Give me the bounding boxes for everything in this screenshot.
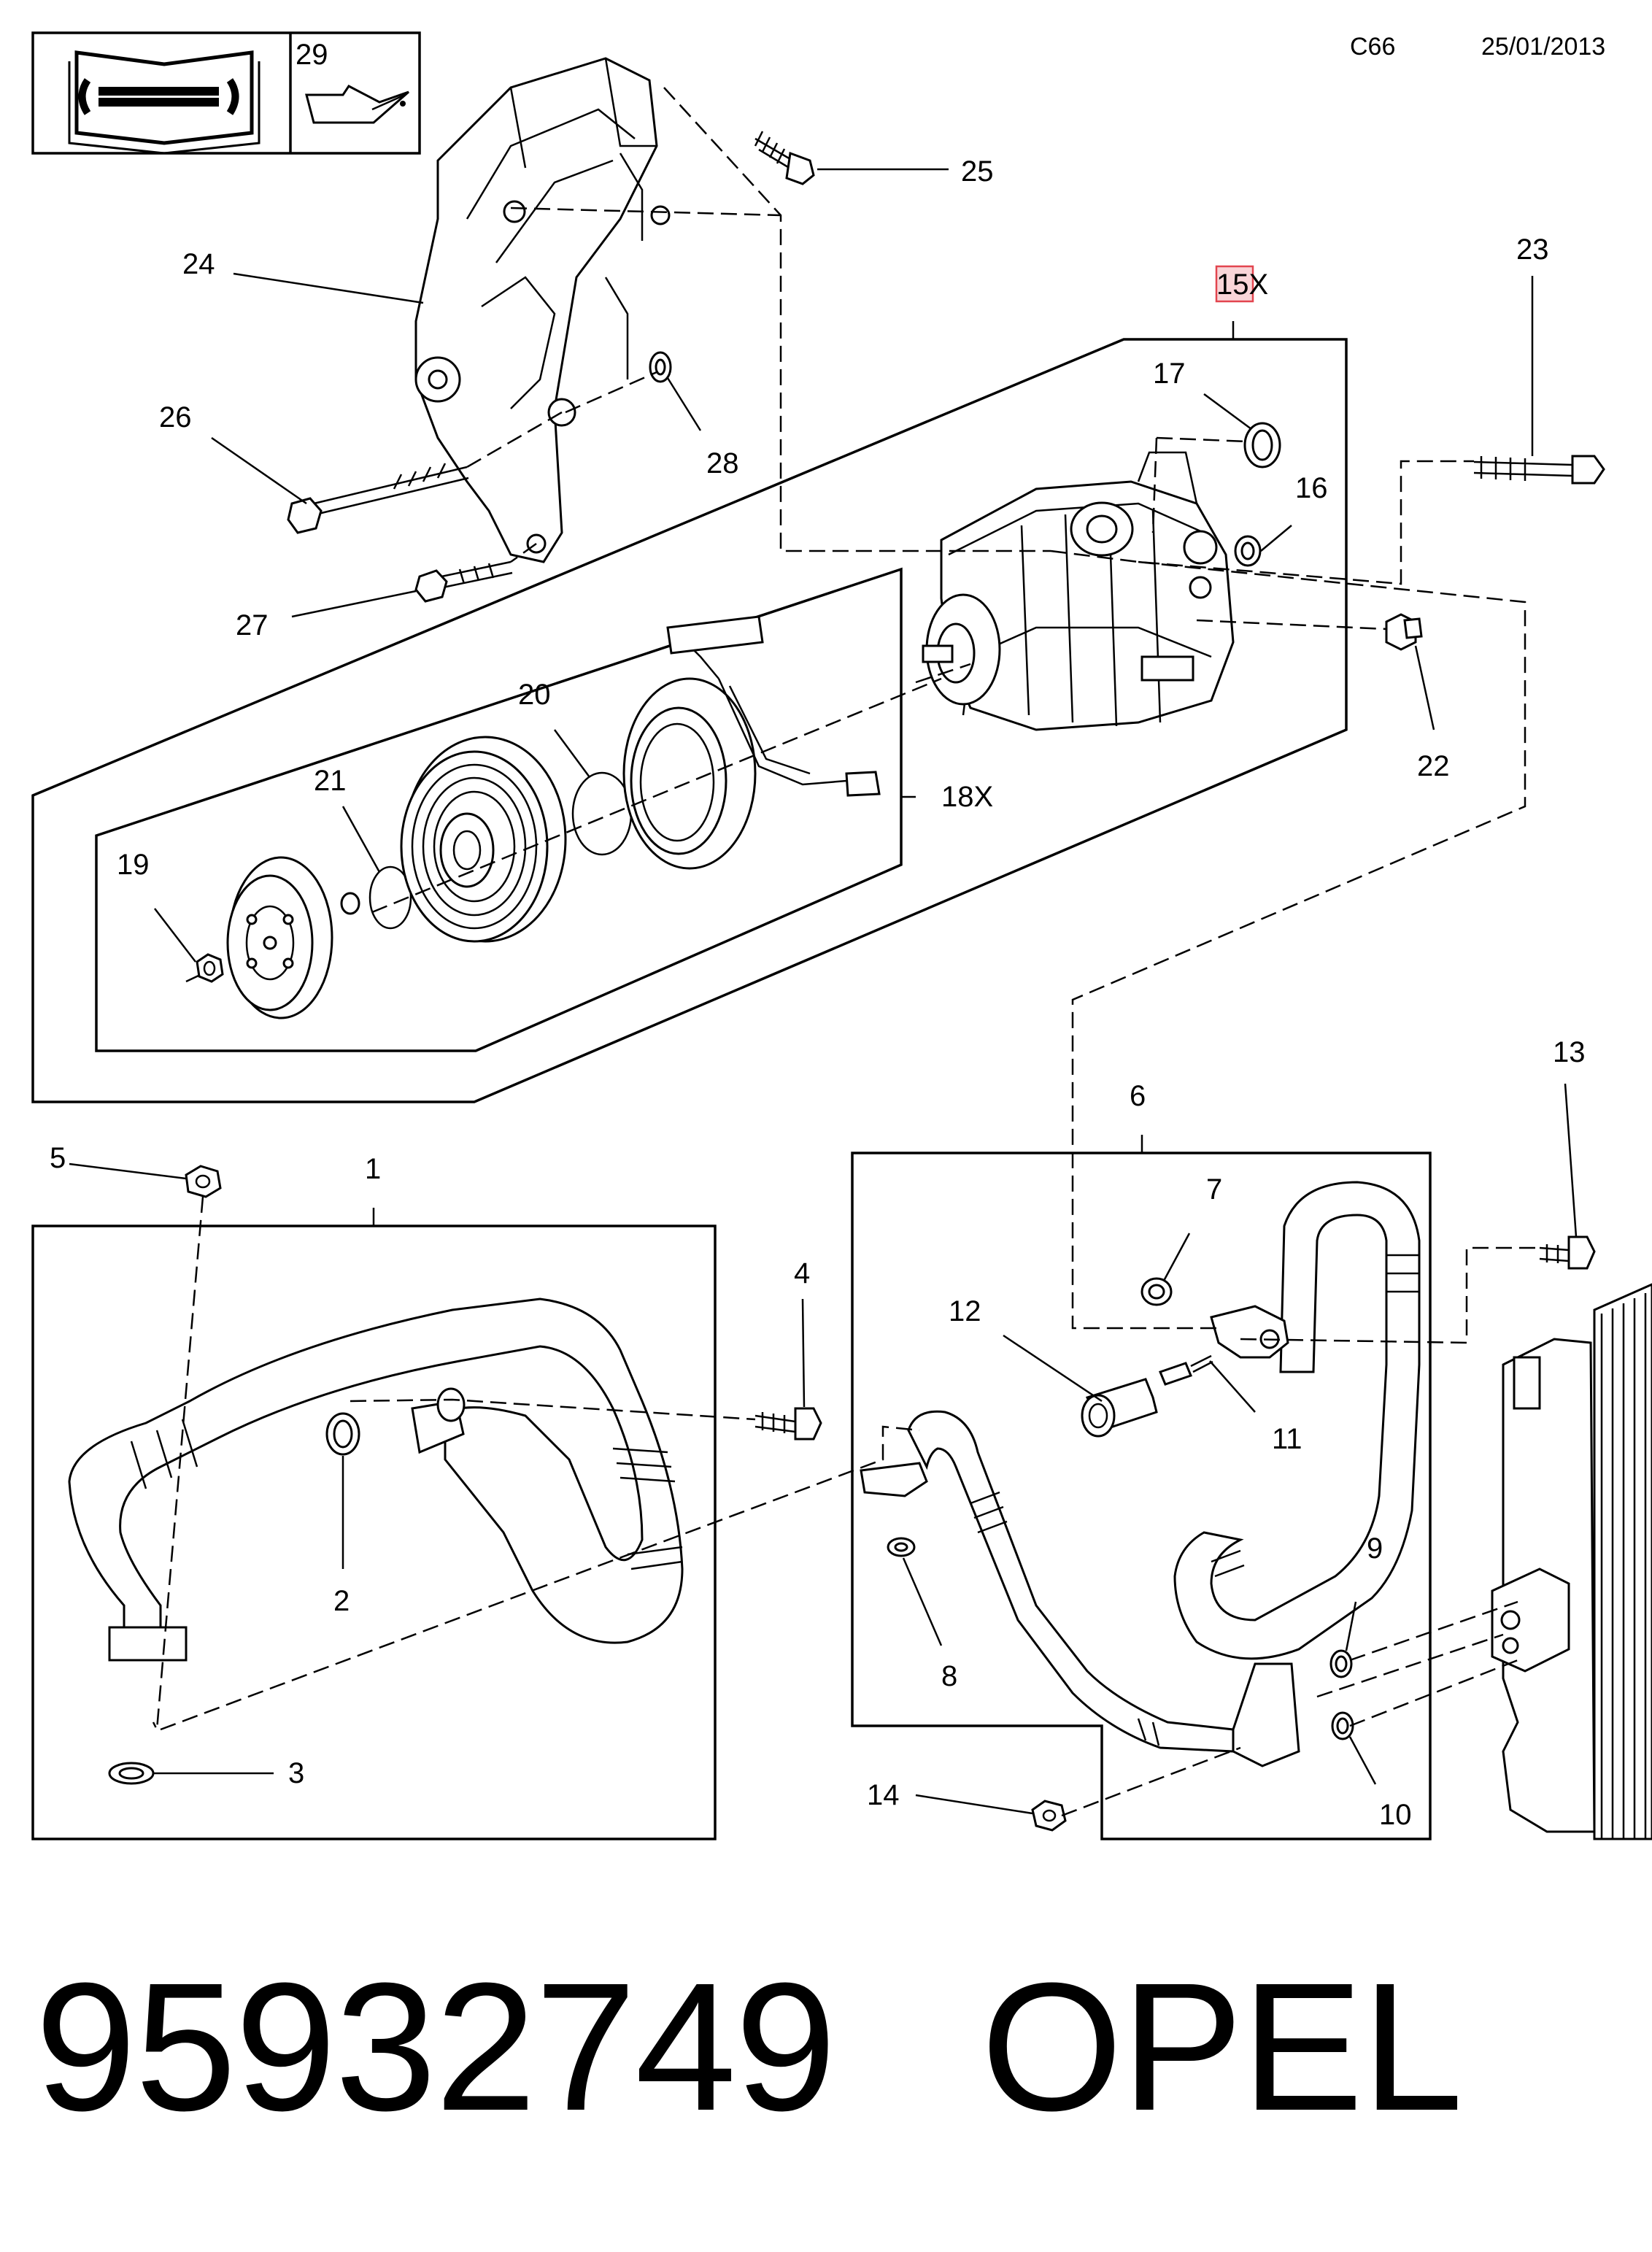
seal-ring-2: [325, 1412, 360, 1456]
plug-22: [1385, 613, 1423, 651]
callout-17: 17: [1153, 358, 1186, 390]
footer: 95932749 OPEL: [35, 1945, 1463, 2148]
seal-ring-9: [1329, 1649, 1353, 1678]
hose-6-outline: [851, 1152, 1432, 1840]
condenser: [1491, 1283, 1652, 1840]
suction-hose: [68, 1297, 684, 1662]
info-box-number: 29: [296, 39, 328, 71]
seal-ring-16: [1234, 535, 1262, 567]
callout-23: 23: [1516, 234, 1549, 266]
callout-19: 19: [117, 849, 150, 881]
washer-8: [887, 1537, 916, 1557]
bolt-25: [754, 131, 815, 185]
info-box: 29: [31, 31, 421, 155]
hose-1-outline: [31, 1225, 717, 1840]
compressor-bracket: [414, 57, 671, 563]
bolt-26: [287, 463, 469, 534]
callout-15-highlight: [1215, 265, 1254, 303]
pressure-switch-12: [1081, 1378, 1158, 1438]
callout-20: 20: [518, 679, 551, 711]
callout-8: 8: [941, 1660, 957, 1692]
callout-7: 7: [1206, 1173, 1222, 1206]
callout-16: 16: [1295, 472, 1328, 504]
snap-ring-20: [571, 771, 633, 856]
ac-compressor: [922, 451, 1235, 731]
callout-26: 26: [159, 401, 192, 433]
callout-14: 14: [867, 1779, 900, 1811]
bolt-27: [414, 560, 513, 603]
callout-2: 2: [333, 1585, 350, 1617]
callout-4: 4: [794, 1257, 810, 1289]
callout-18: 18X: [941, 781, 993, 813]
bolt-4: [754, 1407, 822, 1441]
callout-13: 13: [1553, 1036, 1586, 1068]
clutch-coil: [622, 615, 881, 870]
brand-name: OPEL: [981, 1945, 1463, 2148]
bolt-23: [1473, 455, 1605, 485]
pulley: [400, 736, 567, 943]
part-number: 95932749: [35, 1945, 836, 2148]
nut-5: [185, 1165, 222, 1198]
callout-5: 5: [50, 1142, 66, 1174]
oil-can-icon: [305, 85, 409, 124]
valve-11: [1159, 1354, 1213, 1386]
callout-10: 10: [1379, 1799, 1412, 1831]
washer-28: [649, 351, 672, 383]
callout-27: 27: [236, 609, 269, 641]
callout-9: 9: [1367, 1532, 1383, 1565]
callout-28: 28: [706, 447, 739, 479]
bolt-13: [1539, 1235, 1596, 1270]
seal-ring-10: [1331, 1711, 1354, 1740]
nut-19: [185, 953, 224, 983]
diagram-date: 25/01/2013: [1481, 33, 1605, 61]
callout-6: 6: [1130, 1080, 1146, 1112]
callout-22: 22: [1417, 750, 1450, 782]
compressor-group-outline: [31, 338, 1348, 1103]
callout-12: 12: [949, 1295, 981, 1327]
nut-14: [1031, 1800, 1067, 1832]
seal-ring-7: [1140, 1277, 1173, 1306]
seal-ring-3: [108, 1762, 155, 1785]
manual-book-wrench-icon: [68, 50, 260, 155]
seal-ring-17: [1243, 422, 1281, 468]
snap-ring-21: [340, 865, 412, 930]
diagram-code: C66: [1350, 33, 1395, 61]
clutch-group-outline: [95, 567, 903, 1052]
callout-1: 1: [365, 1153, 381, 1185]
callout-11: 11: [1272, 1423, 1302, 1455]
callout-21: 21: [314, 765, 347, 797]
callout-25: 25: [961, 155, 994, 188]
discharge-hose: [860, 1181, 1421, 1767]
callout-3: 3: [288, 1757, 304, 1789]
clutch-plate-19: [226, 856, 333, 1019]
callout-24: 24: [182, 248, 215, 280]
callout-15: 15X: [1216, 269, 1268, 301]
